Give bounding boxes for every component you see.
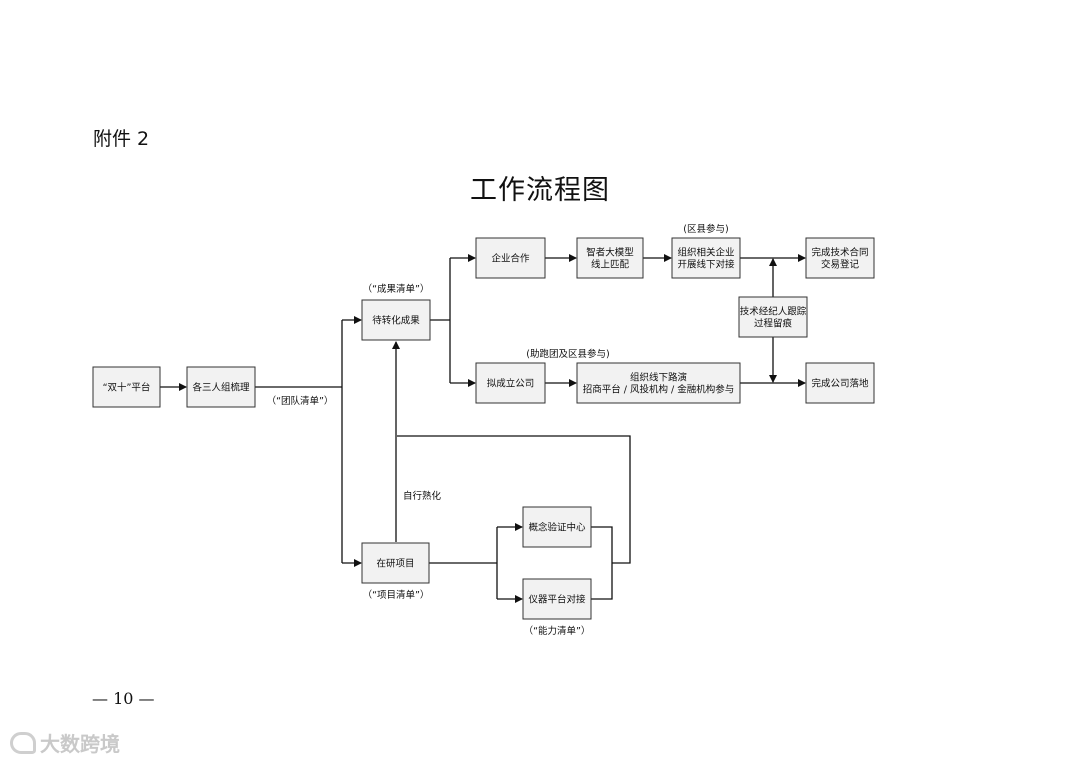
svg-text:待转化成果: 待转化成果 [372, 315, 420, 327]
node-gesanren: 各三人组梳理 [186, 366, 256, 408]
node-zuzhi-luyan: 组织线下路演 招商平台 / 风投机构 / 金融机构参与 [576, 362, 741, 404]
page-number: — 10 — [92, 689, 155, 708]
node-zhizhe: 智者大模型 线上匹配 [576, 237, 644, 279]
svg-text:各三人组梳理: 各三人组梳理 [192, 382, 250, 394]
label-tuandui-list: （“团队清单”） [267, 395, 334, 407]
svg-text:在研项目: 在研项目 [376, 558, 414, 570]
node-zaiyan: 在研项目 [361, 542, 430, 584]
edges [160, 254, 806, 603]
svg-text:完成公司落地: 完成公司落地 [811, 378, 869, 390]
watermark-logo-icon [10, 731, 36, 754]
label-xiangmu-list: （“项目清单”） [363, 589, 430, 601]
edge-merge-feedback [397, 435, 631, 564]
label-quxian: (区县参与) [683, 223, 728, 235]
svg-text:“双十”平台: “双十”平台 [103, 382, 151, 394]
svg-text:交易登记: 交易登记 [821, 259, 860, 271]
svg-text:线上匹配: 线上匹配 [591, 259, 630, 271]
svg-text:组织线下路演: 组织线下路演 [630, 372, 687, 384]
node-jishu-jingji: 技术经纪人跟踪 过程留痕 [738, 296, 808, 338]
watermark-text: 大数跨境 [40, 732, 120, 756]
label-zixing: 自行熟化 [403, 490, 442, 502]
svg-text:完成技术合同: 完成技术合同 [811, 247, 868, 259]
node-gainian: 概念验证中心 [522, 506, 592, 548]
edge-yiqi-merge [591, 563, 613, 600]
svg-text:招商平台 / 风投机构 / 金融机构参与: 招商平台 / 风投机构 / 金融机构参与 [583, 384, 734, 396]
edge-gainian-merge [591, 526, 613, 563]
label-chengguo-list: （“成果清单”） [363, 283, 430, 295]
node-daizhuanhua: 待转化成果 [361, 299, 431, 341]
node-shuangshi: “双十”平台 [92, 366, 161, 408]
watermark: 大数跨境 [10, 728, 120, 757]
page-title: 工作流程图 [470, 175, 610, 206]
svg-text:智者大模型: 智者大模型 [586, 247, 634, 259]
svg-text:技术经纪人跟踪: 技术经纪人跟踪 [740, 306, 807, 318]
label-nengli-list: （“能力清单”） [524, 625, 591, 637]
label-zhupao: (助跑团及区县参与) [526, 348, 609, 360]
svg-text:仪器平台对接: 仪器平台对接 [528, 594, 586, 606]
svg-text:拟成立公司: 拟成立公司 [487, 378, 535, 390]
node-wancheng-jishu: 完成技术合同 交易登记 [805, 237, 875, 279]
node-yiqi: 仪器平台对接 [522, 578, 592, 620]
svg-text:概念验证中心: 概念验证中心 [528, 522, 586, 534]
svg-text:组织相关企业: 组织相关企业 [677, 247, 734, 259]
node-qiyehezuo: 企业合作 [475, 237, 546, 279]
attachment-label: 附件 2 [93, 128, 150, 150]
svg-text:企业合作: 企业合作 [491, 253, 530, 265]
node-zuzhi-qiye: 组织相关企业 开展线下对接 [671, 237, 741, 279]
node-wancheng-gongsi: 完成公司落地 [805, 362, 875, 404]
svg-text:过程留痕: 过程留痕 [754, 318, 793, 330]
svg-text:开展线下对接: 开展线下对接 [677, 259, 735, 271]
node-nicheng: 拟成立公司 [475, 362, 546, 404]
